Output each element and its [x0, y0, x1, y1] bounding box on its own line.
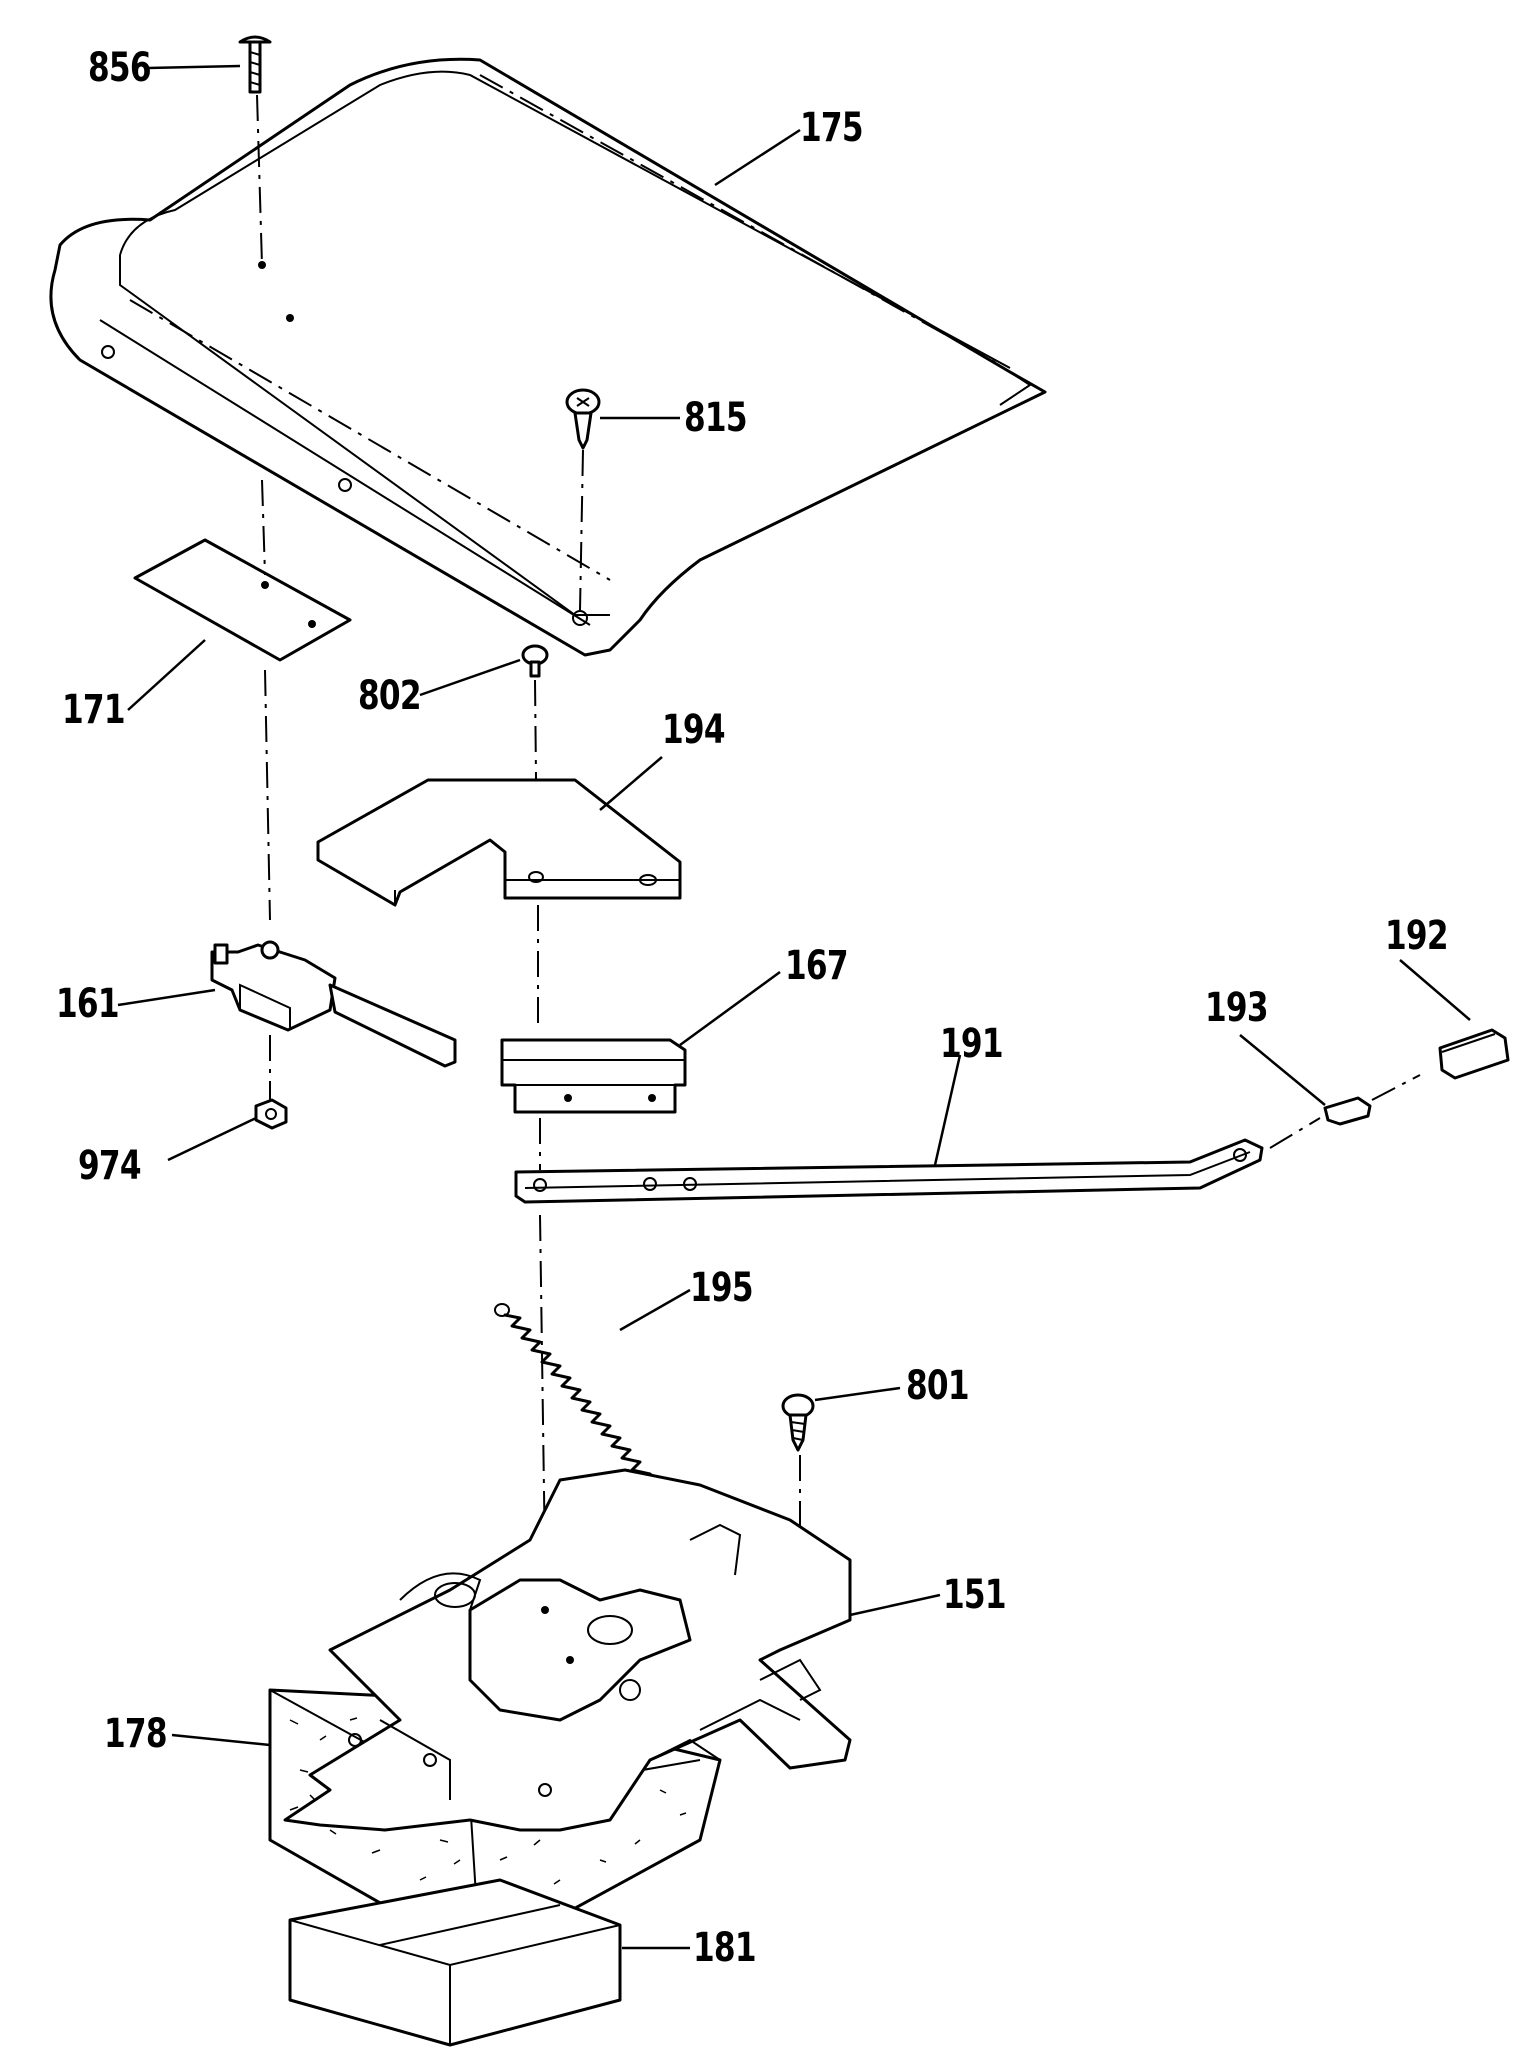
label-part-191: 191 — [940, 1021, 1004, 1067]
label-part-974: 974 — [78, 1143, 142, 1189]
part-161-switch — [210, 940, 457, 1105]
label-part-161: 161 — [56, 981, 120, 1027]
part-171-pad — [133, 479, 352, 921]
label-part-815: 815 — [684, 395, 748, 441]
label-part-167: 167 — [785, 943, 849, 989]
label-part-193: 193 — [1205, 985, 1269, 1031]
part-856-screw — [238, 35, 272, 266]
part-801-screw — [781, 1393, 815, 1600]
label-part-192: 192 — [1385, 913, 1449, 959]
part-167-block — [500, 1038, 687, 1170]
leader-lines — [117, 64, 1471, 1950]
label-part-802: 802 — [358, 673, 422, 719]
label-part-801: 801 — [906, 1363, 970, 1409]
label-part-171: 171 — [62, 687, 126, 733]
part-194-bracket — [316, 778, 682, 1030]
part-974-nut — [254, 1098, 288, 1130]
part-193-clip — [1323, 1096, 1372, 1126]
part-191-lever-arm — [514, 1074, 1421, 1561]
part-151-latch-base — [283, 1468, 852, 1832]
label-part-175: 175 — [800, 105, 864, 151]
part-192-cap — [1438, 1028, 1510, 1080]
label-part-151: 151 — [943, 1572, 1007, 1618]
label-part-178: 178 — [104, 1711, 168, 1757]
label-part-195: 195 — [690, 1265, 754, 1311]
part-181-box — [288, 1878, 622, 2047]
part-815-screw — [565, 388, 601, 611]
part-175-cover-plate — [49, 57, 1047, 657]
label-part-181: 181 — [693, 1925, 757, 1971]
label-part-856: 856 — [88, 45, 152, 91]
label-part-194: 194 — [662, 707, 726, 753]
